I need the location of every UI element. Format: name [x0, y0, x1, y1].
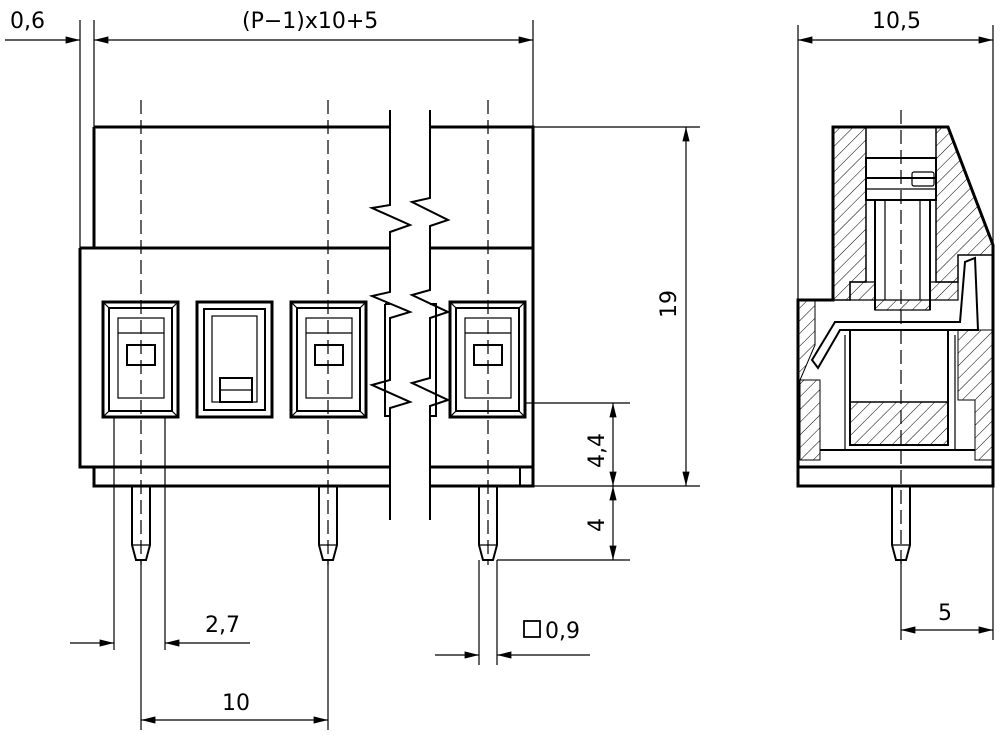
- dim-width-label: 10,5: [872, 9, 921, 34]
- terminal-window-3: [448, 300, 527, 419]
- dim-height-label: 19: [657, 290, 682, 318]
- dim-length-label: (P−1)x10+5: [242, 9, 378, 34]
- side-dimensions: 10,5 5: [797, 9, 994, 640]
- terminal-window-1: [101, 300, 180, 419]
- dim-upper-pin-label: 4,4: [585, 433, 610, 468]
- front-dimensions: 0,6 (P−1)x10+5 19 4,4 4 2,7 0,9 10: [5, 9, 700, 730]
- dim-pin-spacing-label: 10: [222, 691, 250, 716]
- square-section-icon: [523, 620, 541, 638]
- pin-3: [478, 486, 498, 561]
- dim-pin-section-label: 0,9: [545, 619, 580, 644]
- terminal-blank-cell: [195, 300, 274, 419]
- dim-offset-label: 0,6: [10, 9, 45, 34]
- side-view: [796, 110, 995, 565]
- dim-lower-pin-label: 4: [585, 518, 610, 532]
- dim-pin-offset-label: 5: [938, 601, 952, 626]
- dim-pin-edge-label: 2,7: [205, 613, 240, 638]
- terminal-window-2: [289, 300, 368, 419]
- front-view: [78, 100, 535, 565]
